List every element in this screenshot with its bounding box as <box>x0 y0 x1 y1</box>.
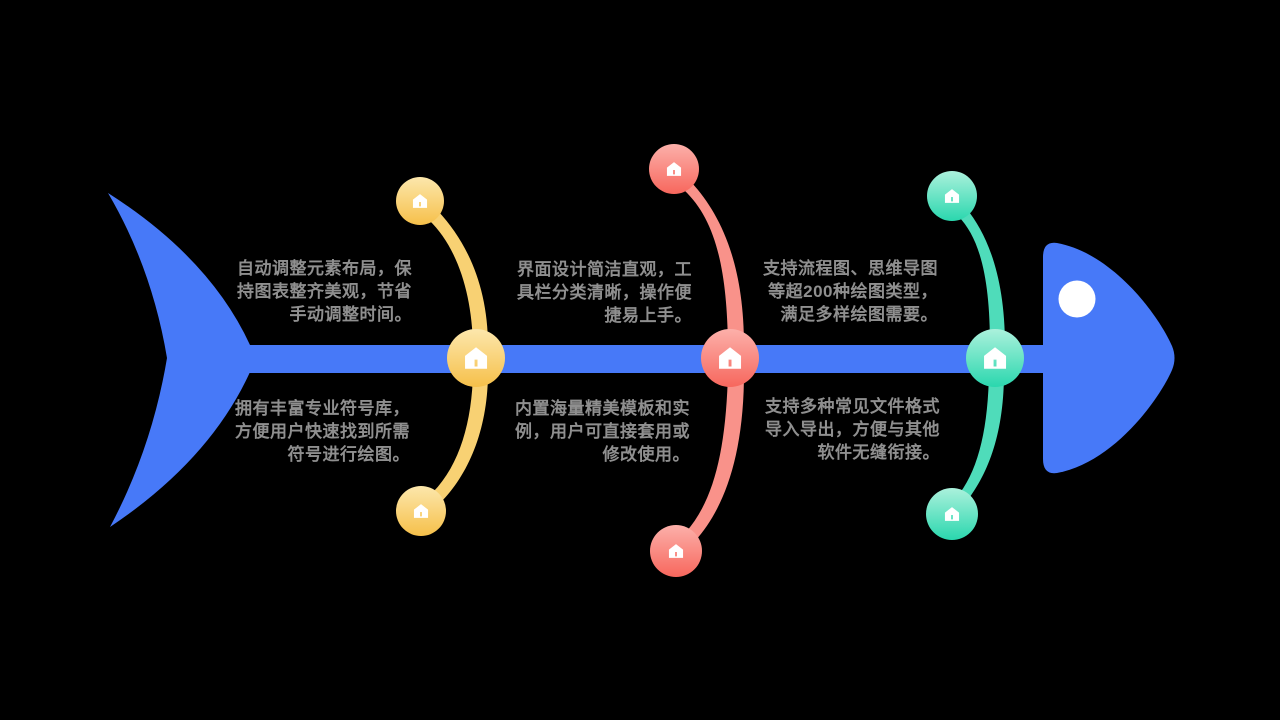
note-red-bottom: 内置海量精美模板和实 例，用户可直接套用或 修改使用。 <box>515 397 690 466</box>
note-line: 手动调整时间。 <box>289 305 412 324</box>
red-branch-spine-node <box>701 329 759 387</box>
note-line: 持图表整齐美观，节省 <box>237 282 412 301</box>
red-branch-bottom-node <box>650 525 702 577</box>
note-line: 软件无缝衔接。 <box>817 443 940 462</box>
note-line: 例，用户可直接套用或 <box>515 422 690 441</box>
note-line: 内置海量精美模板和实 <box>515 399 690 418</box>
yellow-branch-top-bone <box>429 211 488 346</box>
note-line: 捷易上手。 <box>604 306 692 325</box>
note-line: 等超200种绘图类型， <box>768 282 938 301</box>
red-branch-top-node <box>649 144 699 194</box>
note-line: 符号进行绘图。 <box>287 445 410 464</box>
teal-branch-bottom-bone <box>956 372 1004 506</box>
yellow-branch-bottom-node <box>396 486 446 536</box>
red-branch-bottom-bone <box>686 372 744 541</box>
note-line: 支持流程图、思维导图 <box>763 259 938 278</box>
fish-eye <box>1058 280 1096 318</box>
note-teal-bottom: 支持多种常见文件格式 导入导出，方便与其他 软件无缝衔接。 <box>765 395 940 464</box>
teal-branch-bottom-node <box>926 488 978 540</box>
teal-branch-top-node <box>927 171 977 221</box>
note-line: 满足多样绘图需要。 <box>780 305 938 324</box>
yellow-branch-top-node <box>396 177 444 225</box>
teal-branch-spine-node <box>966 329 1024 387</box>
fish-head <box>1043 242 1175 474</box>
fish-spine <box>244 345 1056 373</box>
note-line: 自动调整元素布局，保 <box>237 259 412 278</box>
note-line: 方便用户快速找到所需 <box>235 422 410 441</box>
yellow-branch-spine-node <box>447 329 505 387</box>
note-red-top: 界面设计简洁直观，工 具栏分类清晰，操作便 捷易上手。 <box>517 258 692 327</box>
red-branch-top-bone <box>684 183 744 346</box>
note-line: 支持多种常见文件格式 <box>765 397 940 416</box>
teal-branch-top-bone <box>958 208 1005 346</box>
fish-tail <box>108 193 250 527</box>
note-line: 修改使用。 <box>602 445 690 464</box>
yellow-branch-bottom-bone <box>428 372 488 506</box>
note-line: 导入导出，方便与其他 <box>765 420 940 439</box>
note-line: 界面设计简洁直观，工 <box>517 260 692 279</box>
note-teal-top: 支持流程图、思维导图 等超200种绘图类型， 满足多样绘图需要。 <box>763 257 938 326</box>
note-line: 拥有丰富专业符号库， <box>235 399 410 418</box>
note-line: 具栏分类清晰，操作便 <box>517 283 692 302</box>
note-yellow-top: 自动调整元素布局，保 持图表整齐美观，节省 手动调整时间。 <box>237 257 412 326</box>
note-yellow-bottom: 拥有丰富专业符号库， 方便用户快速找到所需 符号进行绘图。 <box>235 397 410 466</box>
